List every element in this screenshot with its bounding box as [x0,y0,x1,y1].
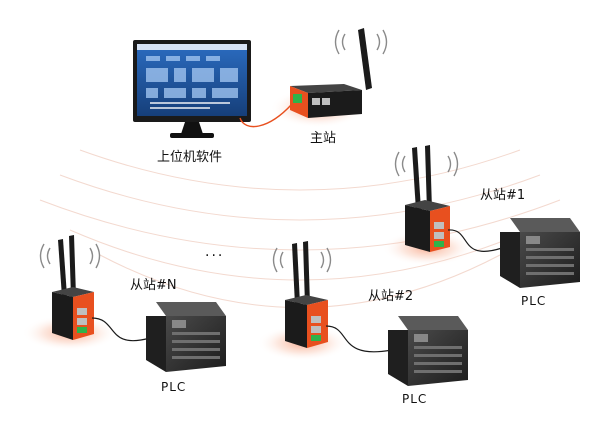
host-software-label: 上位机软件 [157,150,223,165]
antenna-icon [412,145,432,211]
wifi-wave-icon [39,243,101,269]
slave-n-label: 从站#N [130,278,177,293]
wifi-wave-icon [272,247,332,273]
slave-2-router [272,241,332,348]
plc-label-1: PLC [521,294,547,308]
slave-n-router [39,235,101,340]
wifi-wave-icon [334,29,388,55]
slave-2-cable [325,325,393,353]
computer-monitor-icon [133,40,251,138]
slave-2-label: 从站#2 [368,289,414,304]
antenna-icon [358,28,372,90]
slave-1-cable [447,229,503,252]
slave-1-router [394,145,459,252]
wireless-router-icon [52,287,94,340]
ellipsis-label: ··· [205,248,225,264]
wifi-wave-icon [394,151,459,177]
plc-controller-icon [500,218,580,288]
slave-1-label: 从站#1 [480,188,526,203]
wireless-router-icon [285,295,328,348]
radio-wave-arcs [39,149,561,308]
plc-label-2: PLC [402,392,428,406]
wireless-router-icon [405,200,450,252]
slave-n-cable [91,317,151,342]
plc-label-n: PLC [161,380,187,394]
monitor-cable [239,103,293,128]
plc-controller-icon [388,316,468,386]
master-router [290,28,388,118]
master-station-label: 主站 [310,131,337,146]
plc-controller-icon [146,302,226,372]
wireless-router-icon [290,84,362,118]
antenna-icon [292,241,310,305]
antenna-icon [58,235,76,297]
